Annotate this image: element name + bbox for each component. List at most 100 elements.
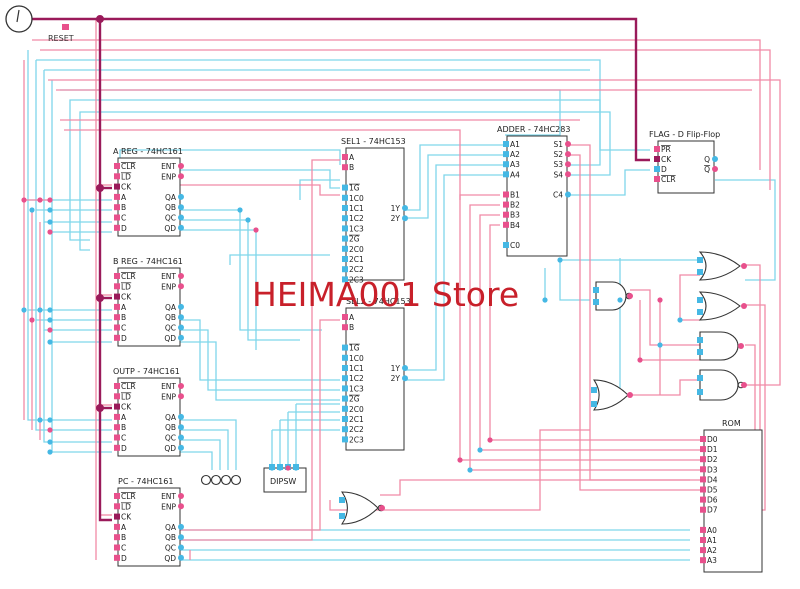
- nand-gate[interactable]: [595, 281, 633, 311]
- pink-wire: [639, 300, 700, 361]
- cyan-wire: [180, 341, 340, 401]
- wire-junction: [285, 465, 291, 471]
- or-gate[interactable]: [698, 251, 741, 281]
- pin-label: 1G: [349, 184, 360, 193]
- pin-label: 1C3: [349, 224, 364, 233]
- pin-marker: [700, 456, 706, 463]
- pin-label: 1C0: [349, 354, 364, 363]
- pin-marker: [342, 266, 348, 273]
- pin-marker: [114, 513, 120, 520]
- pin-label: C: [121, 434, 126, 443]
- pin-dot: [178, 283, 184, 290]
- cyan-wire: [180, 329, 340, 391]
- pin-label: A3: [510, 160, 520, 169]
- pin-label: B: [121, 533, 126, 542]
- pin-marker: [339, 497, 345, 503]
- pin-label: CLR: [121, 492, 136, 501]
- nor-gate[interactable]: [340, 491, 385, 525]
- pin-marker: [342, 215, 348, 222]
- cyan-wire: [51, 80, 112, 233]
- pin-marker: [342, 205, 348, 211]
- wire-junction: [37, 417, 43, 423]
- pin-label: ENP: [161, 282, 176, 291]
- pin-label: LD: [121, 502, 131, 511]
- pin-label: A2: [510, 150, 520, 159]
- pin-dot: [178, 193, 184, 200]
- chip-sel1[interactable]: SEL1 - 74HC153AB1G1C01C11C21C32G2C02C12C…: [341, 137, 408, 284]
- wire-junction: [47, 339, 53, 345]
- pin-label: 2C1: [349, 255, 364, 264]
- pin-label: QA: [165, 193, 177, 202]
- pin-dot: [178, 383, 184, 389]
- chip-sel2[interactable]: SEL2 - 74HC153AB1G1C01C11C21C32G2C02C12C…: [342, 297, 411, 451]
- pin-label: QA: [165, 303, 177, 312]
- pin-marker: [700, 526, 706, 533]
- pin-marker: [114, 204, 120, 211]
- pin-label: CK: [121, 183, 132, 192]
- pink-wire: [32, 39, 761, 170]
- cyan-wire: [405, 174, 505, 381]
- pin-marker: [342, 426, 348, 433]
- pin-marker: [697, 309, 703, 315]
- pin-marker: [114, 293, 120, 300]
- wire-junction: [47, 307, 53, 313]
- pin-label: 2C2: [349, 425, 364, 434]
- pin-label: ENP: [161, 172, 176, 181]
- wire-junction: [657, 297, 663, 303]
- cyan-wire: [43, 330, 112, 443]
- pin-dot: [178, 273, 184, 279]
- and-gate[interactable]: [699, 331, 739, 361]
- cyan-wire: [405, 144, 505, 211]
- output-led: [230, 474, 242, 486]
- clock-source[interactable]: [5, 5, 33, 33]
- pin-marker: [503, 221, 509, 228]
- pin-label: A4: [510, 170, 520, 179]
- pink-wire: [180, 184, 340, 196]
- output-led: [200, 474, 212, 486]
- pin-label: A0: [707, 526, 717, 535]
- pin-dot: [741, 263, 747, 269]
- pin-label: B: [121, 203, 126, 212]
- pin-marker: [342, 154, 348, 160]
- pink-wire: [630, 379, 700, 396]
- pin-label: D: [661, 165, 667, 174]
- pin-dot: [565, 171, 571, 178]
- pin-dot: [178, 393, 184, 400]
- pin-label: 2C0: [349, 245, 364, 254]
- chip-adder[interactable]: ADDER - 74HC283A1A2A3A4B1B2B3B4C0S1S2S3S…: [497, 125, 571, 257]
- pin-label: D4: [707, 475, 718, 484]
- cyan-wire: [79, 111, 611, 251]
- pin-marker: [114, 283, 120, 290]
- pin-marker: [700, 506, 706, 513]
- pin-label: A2: [707, 546, 717, 555]
- pin-label: LD: [121, 282, 131, 291]
- pin-label: LD: [121, 392, 131, 401]
- pin-marker: [503, 141, 509, 147]
- pin-marker: [114, 554, 120, 561]
- pink-wire: [48, 79, 781, 386]
- pin-marker: [697, 375, 703, 381]
- pink-wire: [180, 159, 340, 541]
- pin-label: ENP: [161, 502, 176, 511]
- pin-marker: [503, 171, 509, 178]
- nand-gate[interactable]: [699, 369, 745, 401]
- watermark-text: HEIMA001 Store: [252, 275, 519, 314]
- or-gate[interactable]: [698, 291, 741, 321]
- chip-layer: A REG - 74HC161CLRLDCKABCDENTENPQAQBQCQD…: [113, 125, 763, 573]
- pin-label: A1: [707, 536, 717, 545]
- cyan-wire: [180, 219, 300, 341]
- or-gate[interactable]: [592, 379, 629, 411]
- pin-marker: [697, 257, 703, 263]
- pin-label: C4: [553, 191, 563, 200]
- pin-label: 1Y: [391, 364, 401, 373]
- pin-label: C: [121, 214, 126, 223]
- reset-button[interactable]: RESET: [48, 24, 74, 43]
- pin-marker: [342, 245, 348, 252]
